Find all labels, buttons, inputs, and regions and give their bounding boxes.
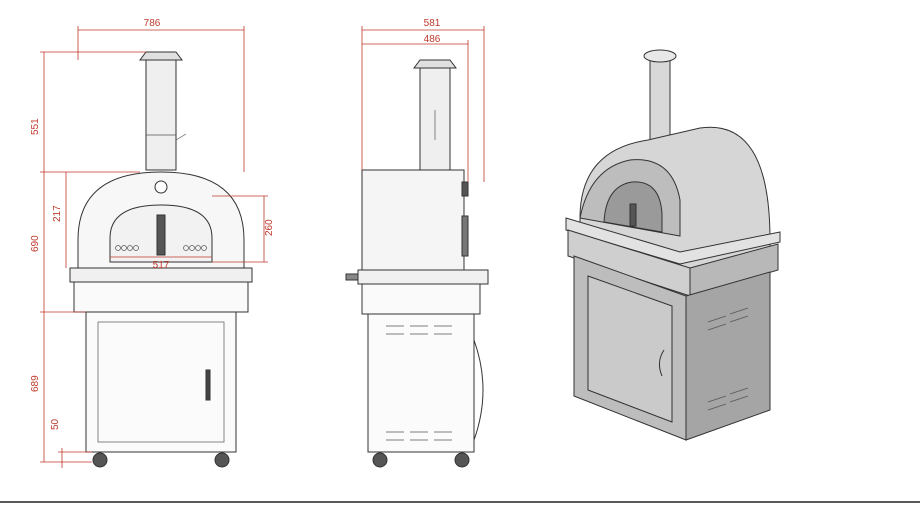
side-counter-base bbox=[361, 283, 481, 315]
front-chimney bbox=[145, 59, 177, 171]
iso-counter-side bbox=[689, 243, 779, 297]
side-handle bbox=[461, 215, 469, 257]
dim-oven-690: 690 bbox=[30, 235, 41, 252]
side-thermo bbox=[461, 181, 469, 197]
iso-chimney-cap bbox=[643, 49, 677, 63]
front-wheel-right bbox=[214, 452, 230, 468]
dim-depth-486: 486 bbox=[424, 34, 441, 45]
dim-opening-517: 517 bbox=[153, 260, 170, 271]
front-wheel-left bbox=[92, 452, 108, 468]
iso-cart-handle bbox=[658, 349, 665, 377]
side-knob bbox=[345, 273, 359, 281]
isometric-view bbox=[565, 49, 781, 441]
side-wheel-right bbox=[454, 452, 470, 468]
side-chimney-cap bbox=[413, 59, 457, 69]
dim-opening-260: 260 bbox=[264, 219, 275, 236]
front-cart bbox=[85, 311, 237, 453]
door-handle bbox=[156, 214, 166, 256]
cart-door-handle bbox=[205, 369, 211, 401]
iso-door-handle bbox=[629, 203, 637, 227]
dim-wheel-50: 50 bbox=[50, 418, 61, 430]
dim-chimney-551: 551 bbox=[30, 118, 41, 135]
side-dome-body bbox=[361, 169, 465, 271]
front-chimney-cap bbox=[139, 51, 183, 61]
side-view: 581 486 bbox=[345, 18, 489, 468]
side-cart bbox=[367, 313, 475, 453]
side-wheel-left bbox=[372, 452, 388, 468]
cart-door bbox=[97, 321, 225, 443]
dim-cart-689: 689 bbox=[30, 375, 41, 392]
side-wheel-guard bbox=[473, 339, 484, 441]
side-counter bbox=[357, 269, 489, 285]
iso-counter-top bbox=[565, 217, 781, 265]
dim-depth-581: 581 bbox=[424, 18, 441, 29]
dim-width-786: 786 bbox=[144, 18, 161, 29]
iso-cart-door bbox=[587, 275, 673, 423]
front-counter-base bbox=[73, 281, 249, 313]
front-view: 786 551 690 217 260 517 689 50 bbox=[30, 18, 275, 468]
dim-dome-217: 217 bbox=[52, 205, 63, 222]
iso-cart-side bbox=[685, 271, 771, 441]
thermometer-gauge bbox=[154, 180, 168, 194]
